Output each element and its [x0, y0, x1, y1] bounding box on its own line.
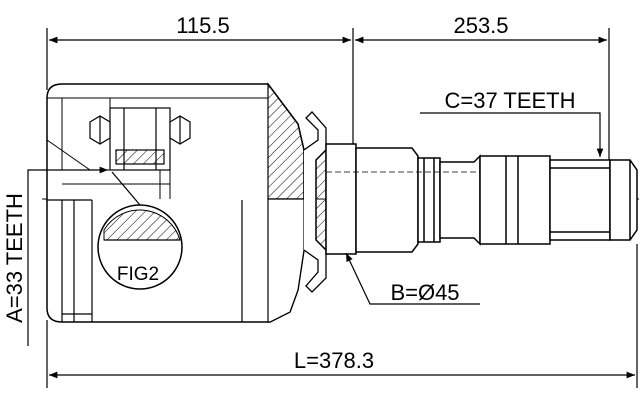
- dim-inner-length: 115.5: [176, 13, 229, 38]
- boot-flange: [303, 111, 327, 293]
- total-length-label: L=378.3: [294, 348, 374, 373]
- extension-lines: [46, 28, 638, 388]
- fig2-detail: FIG2: [97, 171, 183, 290]
- housing-flange-rings: [47, 199, 243, 322]
- leader-lines: [27, 112, 604, 346]
- dim-shaft-length: 253.5: [453, 13, 508, 38]
- spline-a-label: A=33 TEETH: [2, 193, 27, 323]
- shaft: [325, 143, 638, 255]
- housing-lower: [267, 198, 305, 323]
- spline-c-label: C=37 TEETH: [444, 88, 575, 113]
- tripod-roller: [89, 107, 191, 171]
- diameter-b-label: B=Ø45: [390, 280, 459, 305]
- housing-wall-hatch-upper: [267, 82, 305, 200]
- fig2-label: FIG2: [117, 264, 159, 285]
